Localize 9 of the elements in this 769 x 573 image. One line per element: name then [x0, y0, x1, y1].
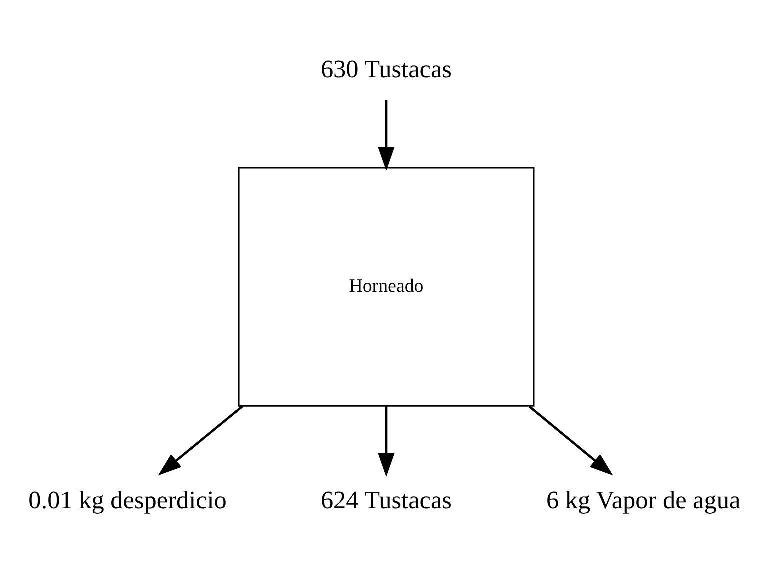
arrow — [378, 100, 395, 171]
arrow — [528, 405, 614, 476]
arrow — [158, 405, 244, 476]
node-text: 6 kg Vapor de agua — [546, 486, 741, 514]
node-box: Horneado — [238, 166, 535, 406]
arrow — [378, 406, 395, 477]
node-text: 624 Tustacas — [320, 486, 452, 514]
node-text: 0.01 kg desperdicio — [28, 486, 227, 514]
node-text: 630 Tustacas — [320, 56, 452, 84]
